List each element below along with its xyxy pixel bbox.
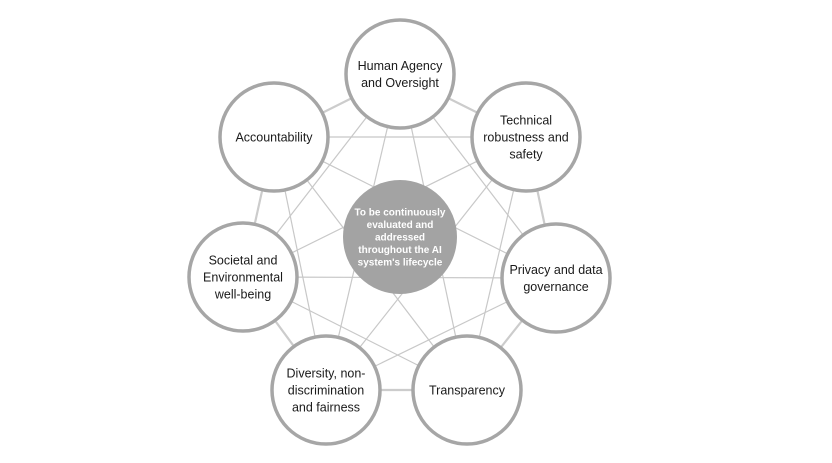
node-label-societal: Environmental — [203, 271, 283, 285]
node-circle-diversity — [270, 334, 382, 446]
node-label-societal: Societal and — [209, 254, 278, 268]
cross-line-privacy-diversity — [368, 298, 514, 370]
node-label-human-agency: Human Agency — [358, 59, 444, 73]
node-label-diversity: discrimination — [288, 384, 364, 398]
node-label-diversity: Diversity, non- — [287, 367, 366, 381]
center-text-line: To be continuously — [355, 208, 446, 219]
node-circle-societal — [187, 221, 299, 333]
node-label-privacy: Privacy and data — [509, 263, 602, 277]
node-label-accountability: Accountability — [235, 131, 313, 145]
node-circle-human-agency — [344, 18, 456, 130]
center-text-line: addressed — [375, 233, 425, 244]
cross-line-diversity-accountability — [283, 183, 317, 344]
node-privacy: Privacy and data governance — [500, 222, 612, 334]
node-circle-transparency — [411, 334, 523, 446]
node-accountability: Accountability — [218, 81, 330, 193]
node-circle-technical-robustness — [470, 81, 582, 193]
cross-line-transparency-societal — [285, 298, 425, 369]
node-label-human-agency: and Oversight — [361, 76, 439, 90]
cross-line-human-agency-privacy — [428, 111, 528, 241]
cross-line-human-agency-societal — [271, 111, 372, 240]
node-human-agency: Human Agency and Oversight — [344, 18, 456, 130]
node-label-diversity: and fairness — [292, 401, 360, 415]
center-circle — [343, 180, 457, 294]
node-label-transparency: Transparency — [429, 384, 506, 398]
node-label-technical-robustness: robustness and — [483, 131, 569, 145]
center-text-line: throughout the AI — [358, 245, 442, 256]
cross-line-technical-robustness-transparency — [477, 183, 516, 344]
node-label-societal: well-being — [214, 288, 271, 302]
node-circle-accountability — [218, 81, 330, 193]
node-technical-robustness: Technical robustness and safety — [470, 81, 582, 193]
center-text-line: system's lifecycle — [358, 258, 443, 269]
node-label-technical-robustness: Technical — [500, 114, 552, 128]
node-label-privacy: governance — [523, 280, 588, 294]
node-label-technical-robustness: safety — [509, 148, 543, 162]
node-transparency: Transparency — [411, 334, 523, 446]
node-circle-privacy — [500, 222, 612, 334]
node-diversity: Diversity, non-discrimination and fairnes… — [270, 334, 382, 446]
center-text-line: evaluated and — [367, 220, 434, 231]
